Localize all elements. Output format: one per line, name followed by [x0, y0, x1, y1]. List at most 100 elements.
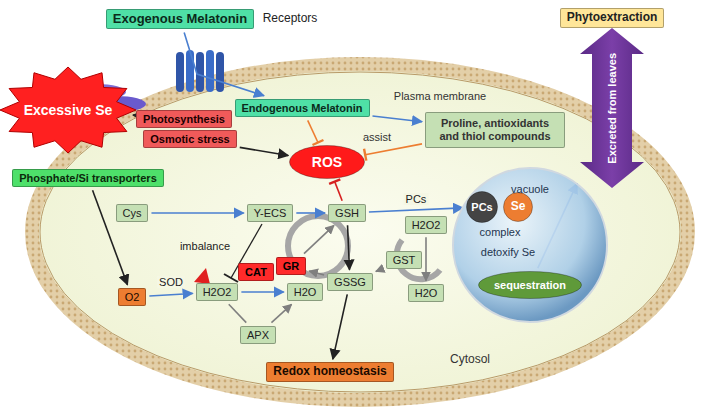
- connector-arrow: [335, 182, 342, 201]
- metabolite-box: O2: [118, 288, 147, 307]
- vacuole-outline: [453, 168, 607, 322]
- inhibition-bar: [329, 179, 340, 183]
- node-text: GSSG: [334, 276, 366, 289]
- annotation-label: assist: [363, 131, 391, 143]
- node-text: CAT: [245, 266, 267, 279]
- annotation-label: complex: [480, 226, 521, 238]
- pcs-circle: PCs: [466, 191, 498, 223]
- phytoextraction-box: Phytoextraction: [560, 8, 665, 28]
- edge-label: PCs: [404, 193, 429, 205]
- node-text: ROS: [312, 154, 342, 170]
- node-text: Υ-ECS: [254, 207, 287, 220]
- excretion-arrow: Excreted from leaves: [580, 28, 644, 188]
- enzyme-box: GR: [276, 257, 307, 276]
- double-arrow-outline: [580, 28, 644, 188]
- response-box: Proline, antioxidants and thiol compound…: [425, 112, 565, 147]
- connector-arrow: [348, 225, 350, 269]
- enzyme-box: Υ-ECS: [247, 204, 294, 223]
- connector-arrow: [425, 237, 427, 280]
- node-text: GR: [283, 260, 300, 273]
- connector-arrow: [373, 116, 423, 122]
- node-text: sequestration: [494, 279, 566, 292]
- outcome-box: Redox homeostasis: [266, 362, 393, 382]
- annotation-label: detoxify Se: [481, 246, 535, 258]
- melatonin-box: Exogenous Melatonin: [106, 9, 254, 30]
- membrane-inner-line: [40, 72, 680, 392]
- connector-arrow: [241, 291, 283, 293]
- connector-arrow: [184, 32, 264, 95]
- node-text: APX: [247, 329, 269, 342]
- enzyme-box: CAT: [238, 263, 274, 282]
- connector-arrow: [308, 120, 318, 142]
- se-circle: Se: [503, 192, 533, 222]
- ellipse-outline: [467, 192, 498, 223]
- effect-box: Osmotic stress: [143, 130, 236, 149]
- node-text: GSH: [335, 207, 359, 220]
- node-text: Endogenous Melatonin: [242, 102, 363, 115]
- node-text: Exogenous Melatonin: [113, 12, 247, 27]
- connector-arrow: [304, 225, 334, 253]
- metabolite-box: H2O2: [405, 216, 448, 235]
- sequestration-ellipse: sequestration: [478, 271, 582, 299]
- annotation-label: imbalance: [180, 240, 230, 252]
- node-text: Cys: [123, 207, 142, 220]
- receptor-helix: [206, 50, 214, 92]
- node-text: Redox homeostasis: [273, 365, 386, 379]
- ellipse-outline: [290, 146, 365, 179]
- receptor-symbol: [176, 50, 224, 92]
- connector-arrow: [151, 212, 243, 214]
- node-text: GST: [393, 254, 416, 267]
- metabolite-box: GSSG: [327, 273, 373, 292]
- node-text: PCs: [471, 201, 492, 214]
- inhibition-bar: [224, 274, 238, 282]
- annotation-label: Receptors: [263, 12, 318, 25]
- connector-arrow: [309, 271, 324, 275]
- connector-arrow: [296, 212, 325, 214]
- node-text: O2: [125, 291, 140, 304]
- connector-arrow: [149, 293, 192, 296]
- node-text: Excreted from leaves: [606, 53, 619, 164]
- edge-label: SOD: [157, 276, 185, 288]
- vacuole-circle: vacuolePCs Se sequestration: [452, 167, 608, 323]
- annotation-label: Cytosol: [450, 353, 490, 366]
- transporter-box: Phosphate/Si transporters: [12, 169, 164, 188]
- cell-membrane: [32, 64, 688, 400]
- node-text: Excessive Se: [24, 102, 113, 118]
- node-text: H2O2: [412, 219, 441, 232]
- stress-starburst: Excessive Se: [0, 67, 136, 153]
- receptor-helix: [176, 52, 184, 92]
- metabolite-box: H2O: [287, 283, 324, 302]
- node-text: Osmotic stress: [150, 133, 229, 146]
- metabolite-box: H2O: [408, 284, 445, 303]
- connector-arrow: [376, 269, 383, 272]
- connector-arrow: [369, 208, 463, 212]
- ellipse-outline: [504, 193, 533, 222]
- node-text: vacuole: [511, 183, 549, 196]
- node-text: Proline, antioxidants and thiol compound…: [432, 117, 558, 142]
- connector-arrow: [333, 294, 347, 359]
- sod-triangle: [194, 268, 210, 284]
- node-text: Se: [511, 200, 526, 214]
- metabolite-box: GSH: [328, 204, 366, 223]
- enzyme-box: GST: [386, 251, 423, 270]
- starburst-outline: [0, 67, 136, 153]
- node-text: H2O2: [203, 286, 232, 299]
- receptor-helix: [186, 50, 194, 92]
- node-text: Photosynthesis: [143, 113, 225, 126]
- enzyme-box: APX: [240, 326, 276, 345]
- connector-arrow: [271, 304, 291, 322]
- metabolite-box: Cys: [116, 204, 149, 223]
- node-text: Phosphate/Si transporters: [19, 172, 157, 185]
- receptor-helix: [216, 52, 224, 92]
- melatonin-box: Endogenous Melatonin: [235, 99, 370, 118]
- node-text: H2O: [294, 286, 317, 299]
- node-text: Phytoextraction: [567, 11, 658, 25]
- annotation-label: Plasma membrane: [394, 90, 486, 102]
- ellipse-outline: [479, 272, 582, 299]
- connector-arrow: [240, 147, 288, 155]
- metabolite-box: H2O2: [196, 283, 239, 302]
- node-text: H2O: [415, 287, 438, 300]
- connector-arrow: [365, 144, 422, 155]
